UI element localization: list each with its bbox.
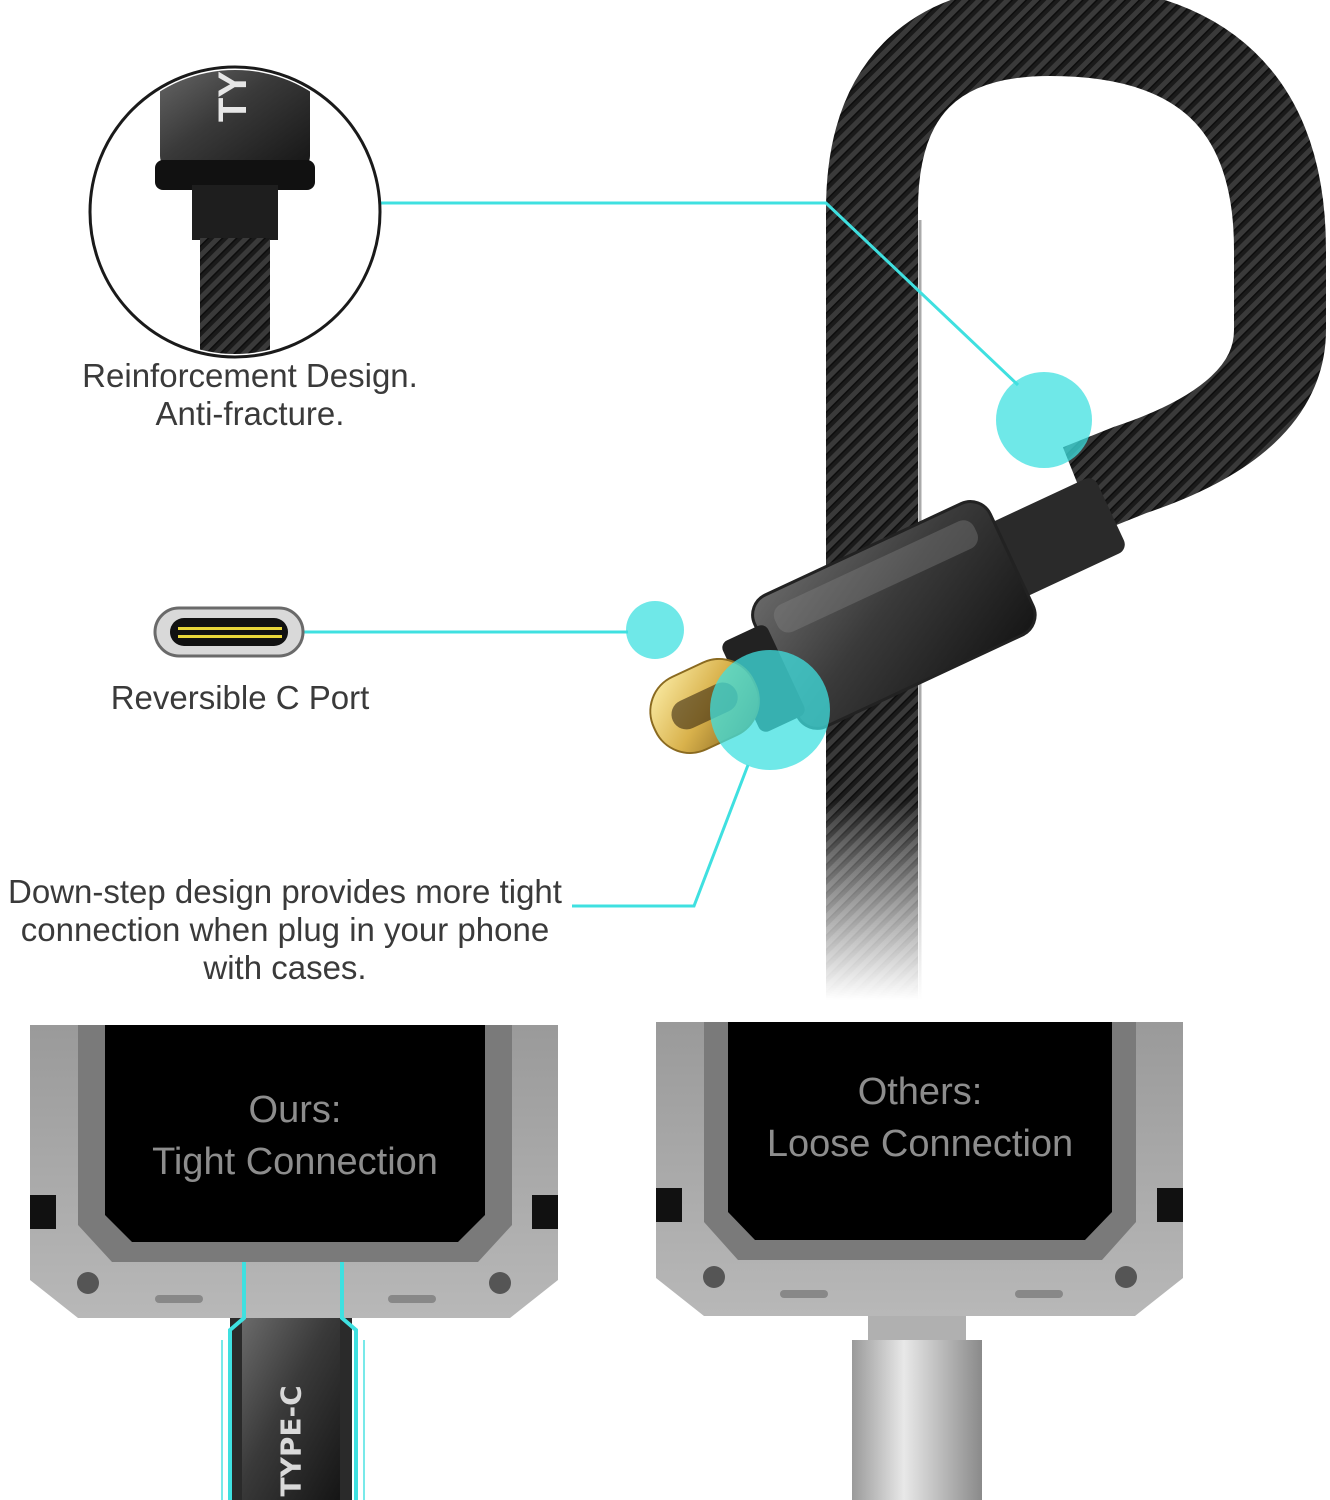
downstep-caption-line2: connection when plug in your phone: [20, 911, 550, 948]
ours-connection: Tight Connection: [152, 1141, 438, 1183]
others-panel-text: Others: Loose Connection: [728, 1066, 1112, 1170]
reversible-port-caption: Reversible C Port: [110, 679, 370, 716]
downstep-caption-line3: with cases.: [203, 949, 367, 986]
ours-label: Ours:: [248, 1089, 342, 1131]
others-label: Others:: [857, 1071, 983, 1113]
ours-panel-text: Ours: Tight Connection: [105, 1084, 485, 1188]
braided-cable: [815, 0, 1326, 1000]
phone-ours: [30, 1025, 558, 1500]
downstep-caption-line1: Down-step design provides more tight: [8, 873, 562, 910]
leader-lines: [303, 201, 1020, 908]
inset-reinforcement: [88, 65, 382, 359]
others-connection: Loose Connection: [766, 1123, 1074, 1165]
inset-connector-label: TY: [211, 70, 256, 123]
reinforcement-caption-line2: Anti-fracture.: [155, 395, 345, 432]
phone-others: [656, 1022, 1183, 1500]
reversible-port-icon: [153, 606, 305, 658]
highlight-circles: [626, 372, 1092, 770]
downstep-caption: Down-step design provides more tight con…: [0, 873, 570, 987]
reinforcement-caption-line1: Reinforcement Design.: [82, 357, 418, 394]
reinforcement-caption: Reinforcement Design. Anti-fracture.: [40, 357, 460, 433]
bottom-connector-label: TYPE-C: [274, 1385, 308, 1497]
